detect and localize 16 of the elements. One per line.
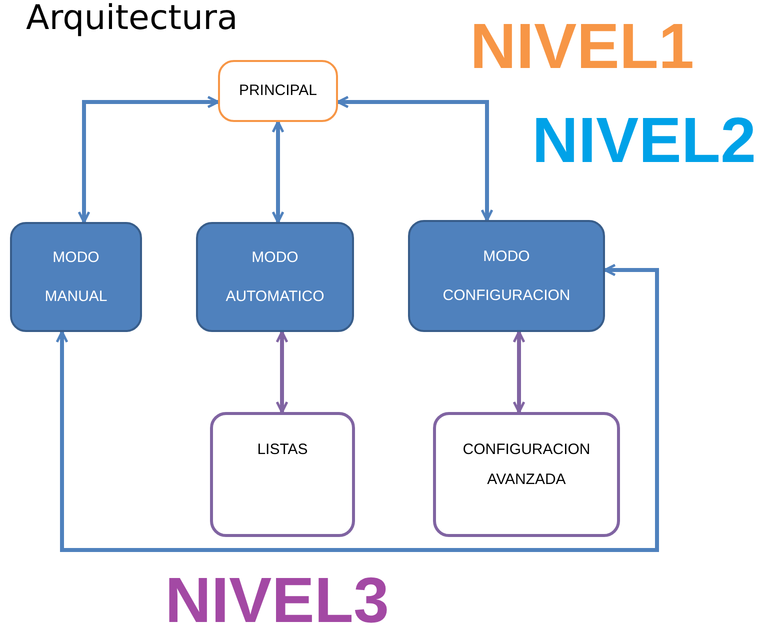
double-arrow [512,330,526,414]
mode-box: MODO CONFIGURACION [408,220,605,332]
double-arrow [336,96,494,222]
double-arrow [276,330,288,414]
title: Arquitectura [26,0,238,38]
process-box: LISTAS [210,412,355,537]
process-box: PRINCIPAL [218,60,338,122]
level-label: NIVEL3 [165,568,390,630]
level-label: NIVEL2 [532,108,756,172]
process-box: CONFIGURACION AVANZADA [433,412,620,537]
mode-box: MODO MANUAL [10,222,142,332]
mode-box: MODO AUTOMATICO [196,222,354,332]
level-label: NIVEL1 [470,14,694,78]
double-arrow [56,264,659,552]
double-arrow [78,96,220,224]
double-arrow [272,120,284,224]
